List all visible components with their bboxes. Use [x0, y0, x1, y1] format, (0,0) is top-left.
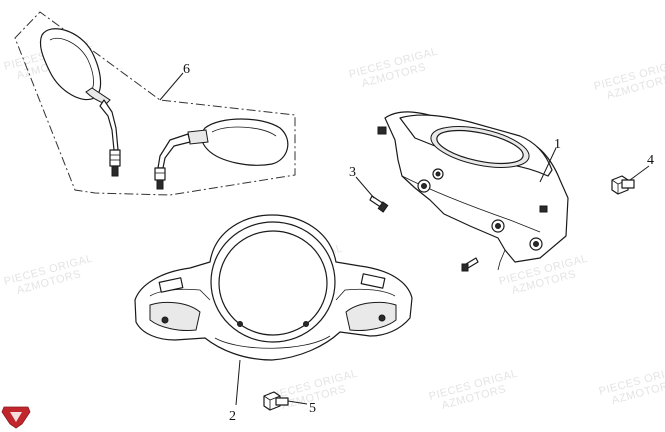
bolt-4: [611, 175, 635, 195]
handlebar-cover: [134, 214, 413, 361]
callout-6: 6: [183, 62, 190, 77]
screw-3: [369, 195, 389, 213]
callout-2: 2: [229, 409, 236, 424]
screw-small: [461, 257, 479, 272]
callout-1: 1: [554, 137, 561, 152]
right-mirror: [154, 118, 289, 190]
leader-lines: [159, 72, 650, 406]
callout-5: 5: [309, 401, 316, 416]
left-mirror: [39, 28, 121, 177]
headlight-cover: [377, 111, 569, 271]
bolt-5: [263, 391, 289, 411]
callout-3: 3: [349, 165, 356, 180]
brand-logo-icon: [1, 406, 31, 429]
callout-4: 4: [647, 153, 654, 168]
